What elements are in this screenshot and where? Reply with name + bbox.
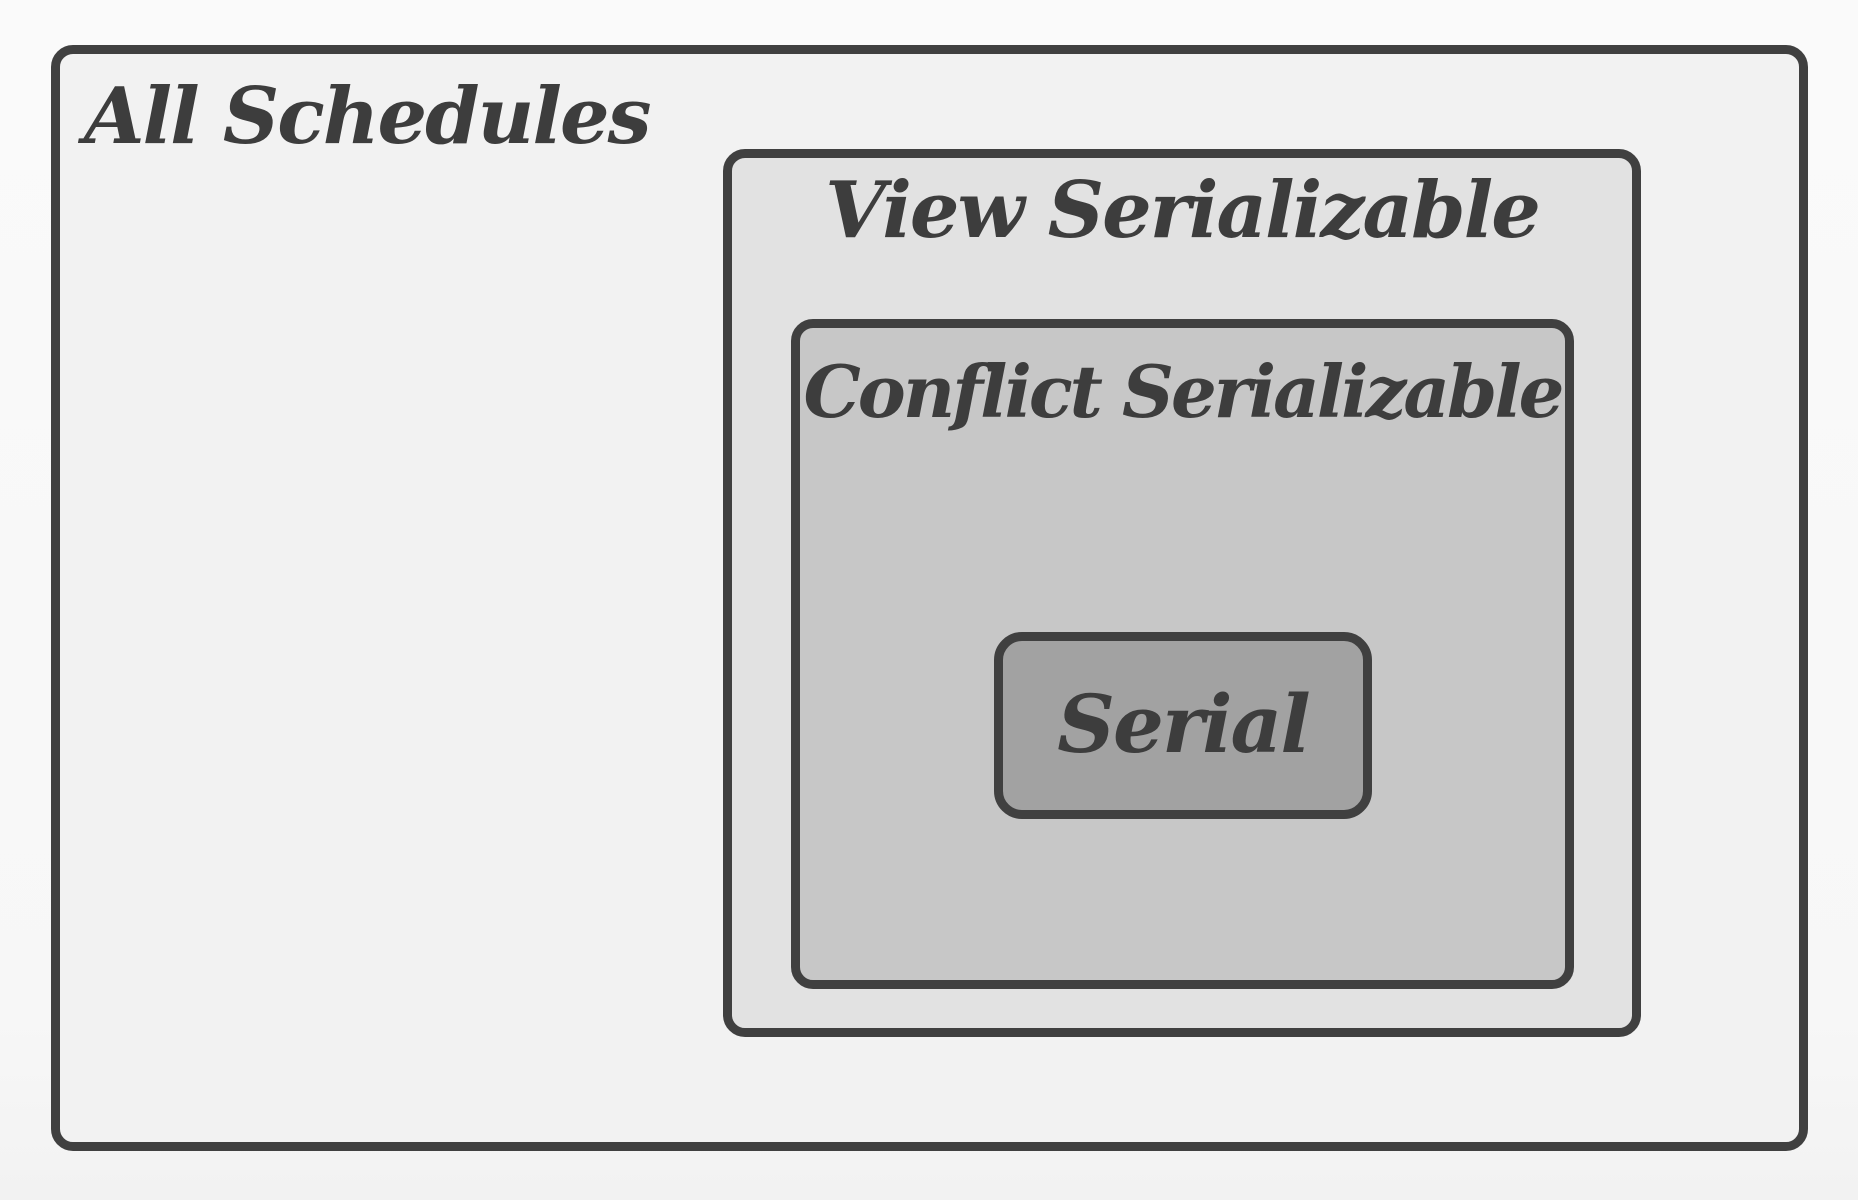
set-serial bbox=[994, 632, 1372, 819]
set-label-conflict-serializable: Conflict Serializable bbox=[803, 349, 1564, 434]
set-label-view-serializable: View Serializable bbox=[825, 165, 1541, 256]
set-label-all-schedules: All Schedules bbox=[84, 71, 652, 162]
set-label-serial: Serial bbox=[1057, 677, 1310, 771]
